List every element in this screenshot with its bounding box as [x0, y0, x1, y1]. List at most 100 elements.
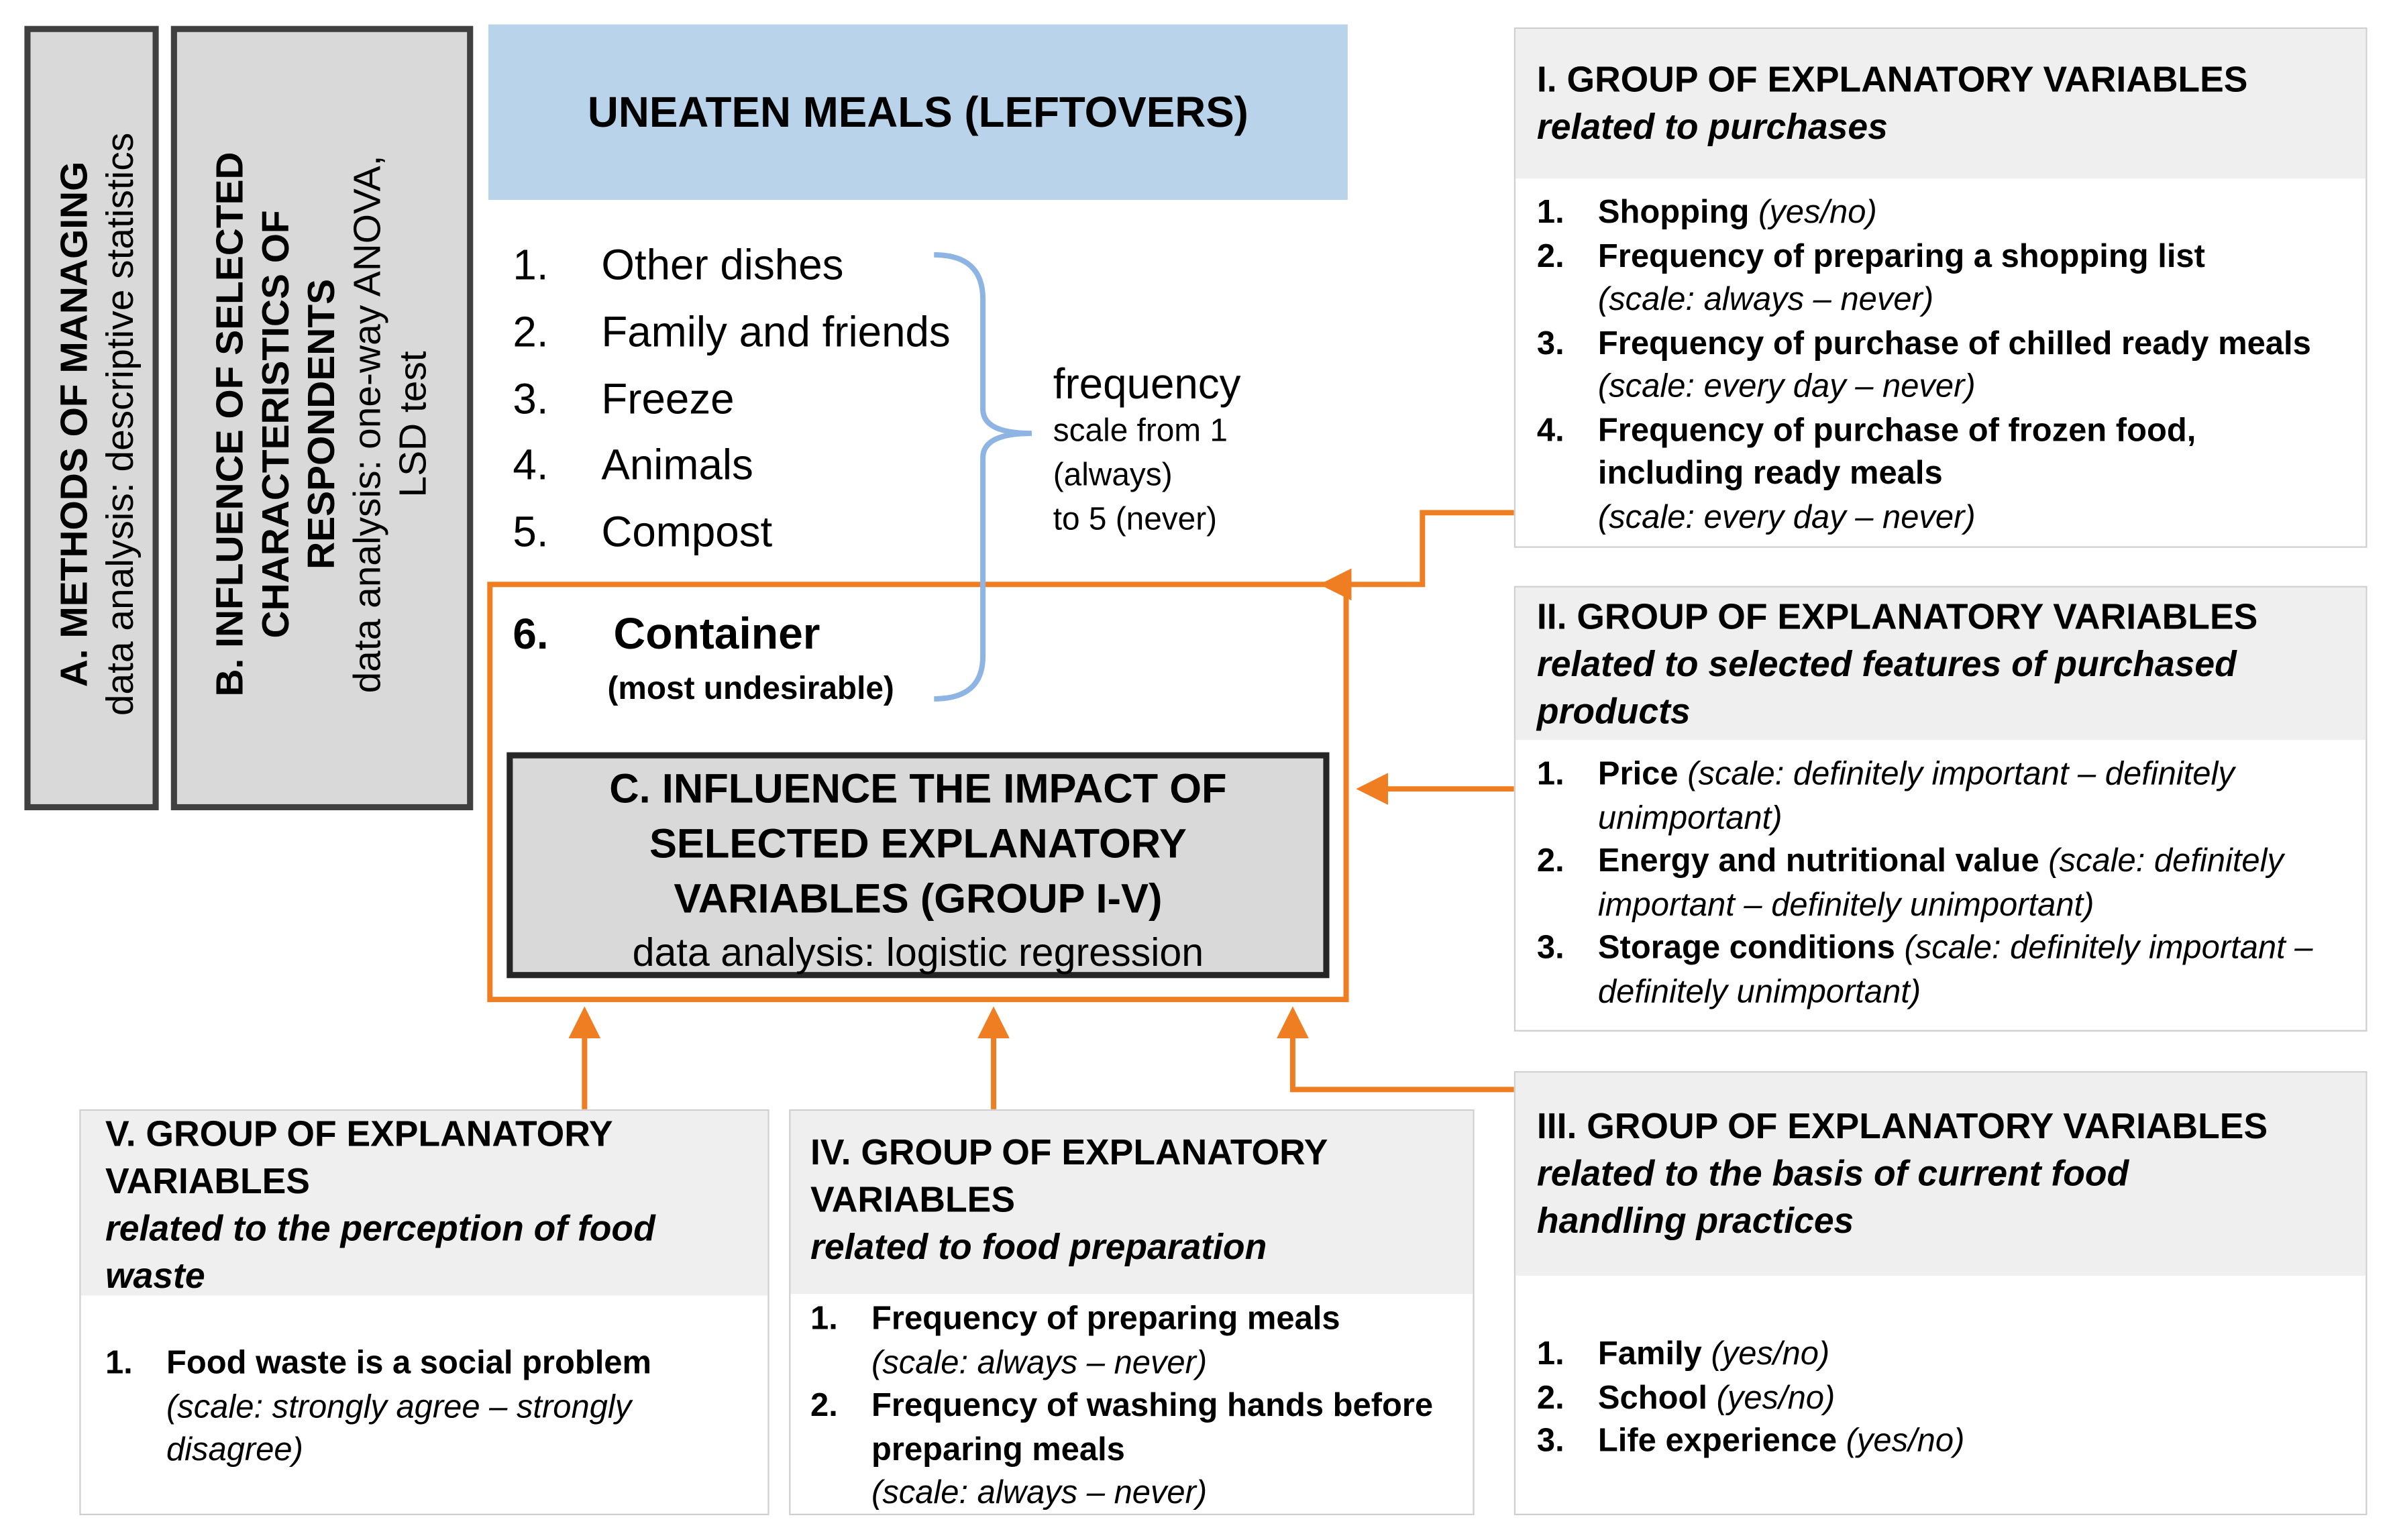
meal-number: 5.	[513, 508, 549, 556]
variable-scale: (scale: always – never)	[871, 1474, 1208, 1511]
arrow-group-3	[1277, 1006, 1514, 1093]
group-1-subtitle: related to purchases	[1536, 107, 1888, 147]
variable-number: 2.	[1536, 1378, 1564, 1416]
variable-item: 2. Frequency of preparing a shopping list…	[1537, 234, 2331, 321]
variable-item: 1.Family (yes/no)	[1537, 1332, 2331, 1376]
variable-name: Life experience	[1597, 1422, 1838, 1459]
frequency-bracket	[934, 252, 1032, 702]
variable-scale: (scale: always – never)	[1597, 280, 1934, 318]
group-2-subtitle-2: products	[1536, 691, 1691, 731]
box-b-text: B. INFLUENCE OF SELECTED CHARACTERISTICS…	[207, 152, 436, 696]
variable-item: 3.Frequency of purchase of chilled ready…	[1537, 321, 2331, 408]
group-2-header: II. GROUP OF EXPLANATORY VARIABLES relat…	[1515, 587, 2366, 740]
variable-scale: (yes/no)	[1846, 1422, 1965, 1459]
variable-name: Frequency of purchase of frozen food, in…	[1597, 411, 2196, 492]
variable-item: 3.Storage conditions (scale: definitely …	[1537, 926, 2331, 1013]
meal-label: Family and friends	[601, 308, 951, 356]
variable-item: 3.Life experience (yes/no)	[1537, 1419, 2331, 1463]
container-item: 6. Container (most undesirable)	[513, 610, 971, 717]
group-5-title-1: V. GROUP OF EXPLANATORY	[105, 1113, 613, 1154]
variable-scale: (scale: every day – never)	[1597, 498, 1976, 535]
variable-number: 3.	[1536, 929, 1564, 967]
frequency-line-2: (always)	[1053, 457, 1173, 493]
variable-scale: (scale: definitely important – definitel…	[1597, 842, 2284, 923]
variable-name: Food waste is a social problem	[166, 1344, 651, 1381]
group-1-panel: I. GROUP OF EXPLANATORY VARIABLES relate…	[1513, 27, 2368, 548]
meal-list: 1. Other dishes 2. Family and friends 3.…	[513, 241, 986, 577]
frequency-line-3: to 5 (never)	[1053, 502, 1218, 537]
variable-scale: (yes/no)	[1758, 193, 1877, 231]
box-c: C. INFLUENCE THE IMPACT OF SELECTED EXPL…	[507, 752, 1330, 979]
group-3-subtitle-2: handling practices	[1536, 1201, 1854, 1241]
box-a: A. METHODS OF MANAGING data analysis: de…	[24, 25, 159, 811]
group-5-subtitle-1: related to the perception of food	[105, 1208, 655, 1248]
box-c-analysis: data analysis: logistic regression	[632, 929, 1204, 975]
meal-item: 5. Compost	[513, 508, 986, 563]
variable-number: 1.	[1536, 1335, 1564, 1372]
header-title: UNEATEN MEALS (LEFTOVERS)	[587, 87, 1248, 135]
group-5-subtitle-2: waste	[105, 1256, 205, 1296]
variable-name: Frequency of preparing a shopping list	[1597, 237, 2205, 274]
meal-label: Compost	[601, 508, 773, 556]
group-2-panel: II. GROUP OF EXPLANATORY VARIABLES relat…	[1513, 586, 2368, 1032]
c-zone-border	[487, 582, 1349, 1003]
group-5-panel: V. GROUP OF EXPLANATORY VARIABLES relate…	[79, 1109, 769, 1516]
meal-label: Freeze	[601, 375, 735, 423]
variable-scale: (yes/no)	[1711, 1335, 1830, 1372]
variable-item: 1.Price (scale: definitely important – d…	[1537, 753, 2331, 840]
variable-scale: (yes/no)	[1716, 1378, 1836, 1416]
box-b-analysis-2: LSD test	[392, 351, 435, 498]
container-number: 6.	[513, 610, 549, 658]
meal-number: 4.	[513, 441, 549, 488]
group-1-header: I. GROUP OF EXPLANATORY VARIABLES relate…	[1515, 29, 2366, 179]
group-4-title-2: VARIABLES	[810, 1179, 1015, 1219]
variable-name: Storage conditions	[1597, 929, 1895, 967]
group-4-subtitle: related to food preparation	[810, 1227, 1267, 1267]
group-3-header: III. GROUP OF EXPLANATORY VARIABLES rela…	[1515, 1072, 2366, 1276]
group-3-items: 1.Family (yes/no) 2.School (yes/no) 3.Li…	[1537, 1332, 2331, 1463]
group-2-items: 1.Price (scale: definitely important – d…	[1537, 753, 2331, 1013]
variable-item: 1.Shopping (yes/no)	[1537, 190, 2331, 234]
header-box: UNEATEN MEALS (LEFTOVERS)	[488, 24, 1348, 201]
box-b: B. INFLUENCE OF SELECTED CHARACTERISTICS…	[170, 25, 474, 811]
group-1-title: I. GROUP OF EXPLANATORY VARIABLES	[1536, 59, 2248, 99]
meal-item: 1. Other dishes	[513, 241, 986, 296]
group-3-title: III. GROUP OF EXPLANATORY VARIABLES	[1536, 1106, 2268, 1146]
variable-name: Frequency of washing hands before prepar…	[871, 1386, 1434, 1468]
variable-number: 3.	[1536, 324, 1564, 362]
meal-label: Other dishes	[601, 241, 844, 288]
arrow-group-1	[1319, 510, 1514, 601]
box-c-title-1: C. INFLUENCE THE IMPACT OF	[609, 766, 1227, 812]
variable-number: 4.	[1536, 411, 1564, 448]
group-2-subtitle-1: related to selected features of purchase…	[1536, 644, 2237, 684]
meal-number: 1.	[513, 241, 549, 288]
frequency-note: frequency scale from 1 (always) to 5 (ne…	[1053, 360, 1297, 543]
box-a-title: A. METHODS OF MANAGING	[53, 161, 97, 688]
variable-item: 4. Frequency of purchase of frozen food, …	[1537, 408, 2331, 539]
meal-item: 3. Freeze	[513, 376, 986, 431]
group-4-title-1: IV. GROUP OF EXPLANATORY	[810, 1132, 1328, 1172]
variable-scale: (scale: every day – never)	[1597, 368, 1976, 404]
group-5-title-2: VARIABLES	[105, 1161, 310, 1201]
variable-name: Shopping	[1597, 193, 1750, 231]
group-4-items: 1.Frequency of preparing meals(scale: al…	[810, 1297, 1452, 1515]
box-c-title-2: SELECTED EXPLANATORY	[649, 820, 1187, 867]
variable-number: 2.	[810, 1386, 838, 1424]
variable-scale: (scale: definitely important – definitel…	[1597, 755, 2235, 836]
variable-item: 2. Frequency of washing hands before prep…	[810, 1384, 1452, 1515]
variable-item: 2.Energy and nutritional value (scale: d…	[1537, 839, 2331, 926]
variable-scale: (scale: strongly agree – strongly disagr…	[166, 1388, 632, 1468]
meal-item: 2. Family and friends	[513, 309, 986, 364]
frequency-title: frequency	[1053, 360, 1241, 408]
group-1-items: 1.Shopping (yes/no) 2. Frequency of prepa…	[1537, 190, 2331, 539]
variable-name: Frequency of preparing meals	[871, 1300, 1340, 1337]
group-3-subtitle-1: related to the basis of current food	[1536, 1153, 2129, 1194]
group-4-panel: IV. GROUP OF EXPLANATORY VARIABLES relat…	[789, 1109, 1475, 1516]
box-c-title-3: VARIABLES (GROUP I-V)	[674, 875, 1163, 922]
box-b-analysis-1: data analysis: one-way ANOVA,	[346, 155, 390, 694]
variable-number: 2.	[1536, 237, 1564, 274]
meal-label: Animals	[601, 441, 753, 488]
meal-number: 2.	[513, 308, 549, 356]
